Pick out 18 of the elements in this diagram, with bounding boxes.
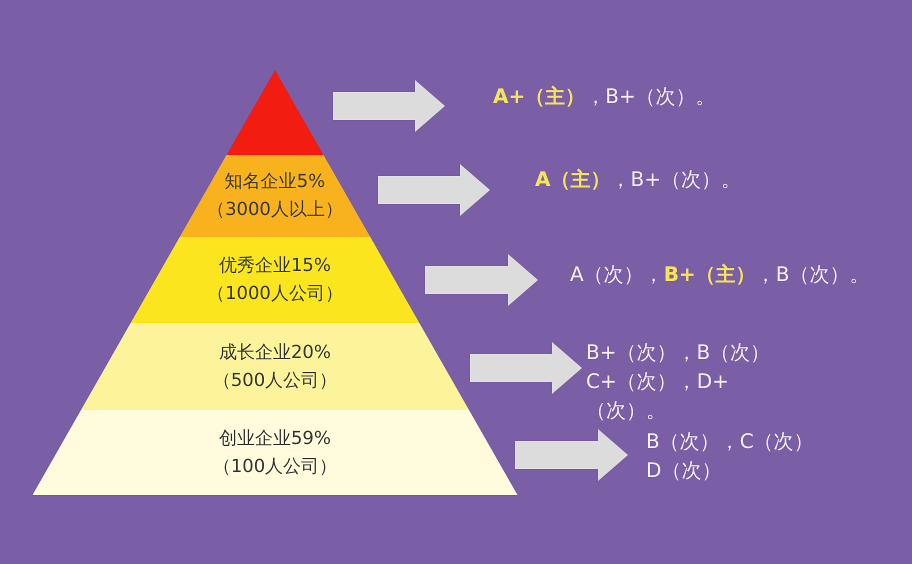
grade-text: A（次），B+（主），B（次）。 [570,260,910,289]
grade-text: B+（次），B（次）C+（次），D+（次）。 [586,338,781,425]
tier-label: 成长企业20% [218,340,331,364]
grade-text: A+（主），B+（次）。 [493,82,793,111]
tier-label: 创业企业59% [218,426,331,450]
tier-label: （3000人以上） [207,198,343,222]
block-arrow [515,429,628,481]
block-arrow [378,164,490,216]
block-arrow [333,80,445,132]
grade-text: A（主），B+（次）。 [535,165,835,194]
grade-text: B（次），C（次）D（次） [646,427,821,485]
tier-label: 优秀企业15% [218,254,331,278]
block-arrow [470,342,582,394]
tier-label: 知名企业5% [224,170,326,194]
tier-label: （100人公司） [212,454,338,478]
tier-label: （1000人公司） [207,282,343,306]
tier-label: （500人公司） [212,368,338,392]
block-arrow [425,254,538,306]
